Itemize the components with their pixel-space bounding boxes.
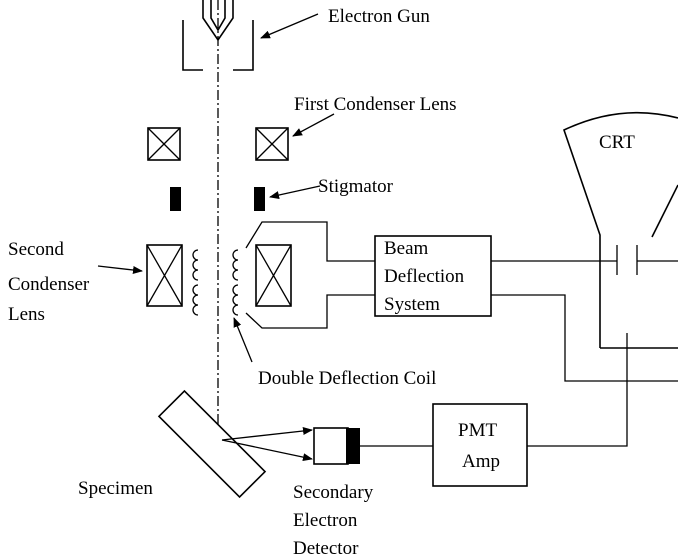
detector-label-line3: Detector [293,538,359,557]
second-condenser-label-line2: Condenser [8,274,90,295]
second-condenser-pointer [97,265,143,274]
electron-gun-label: Electron Gun [328,6,430,27]
deflection-to-crt-wiring [491,260,678,382]
first-condenser-pointer [292,113,335,137]
pmt-amp-label-line2: Amp [462,451,500,472]
second-condenser-lens [146,244,292,307]
crt-label: CRT [599,132,635,153]
detector-label-line2: Electron [293,510,358,531]
first-condenser-label: First Condenser Lens [294,94,457,115]
deflection-coil-pointer [233,317,253,363]
electron-gun [182,0,254,71]
crt [563,111,678,349]
electron-gun-pointer [260,13,319,39]
stigmator-pointer [269,185,321,199]
double-deflection-coil [192,249,239,316]
beam-deflection-label-line2: Deflection [384,266,465,287]
first-condenser-lens [147,127,289,161]
stigmator [170,187,265,211]
specimen-label: Specimen [78,478,153,499]
specimen [157,389,267,499]
beam-deflection-system-box [374,235,492,317]
coil-wiring [245,221,375,329]
second-condenser-label-line1: Second [8,239,64,260]
deflection-coil-label: Double Deflection Coil [258,368,436,389]
secondary-electron-detector [313,427,360,465]
secondary-electron-arrow-lower [221,439,313,462]
beam-deflection-label-line3: System [384,294,440,315]
pmt-amp-box [432,403,528,487]
detector-label-line1: Secondary [293,482,374,503]
second-condenser-label-line3: Lens [8,304,45,325]
secondary-electron-arrow-upper [221,427,313,441]
beam-deflection-label-line1: Beam [384,238,429,259]
pmt-amp-label-line1: PMT [458,420,497,441]
stigmator-label: Stigmator [318,176,394,197]
pmt-to-crt-wire [527,348,628,447]
